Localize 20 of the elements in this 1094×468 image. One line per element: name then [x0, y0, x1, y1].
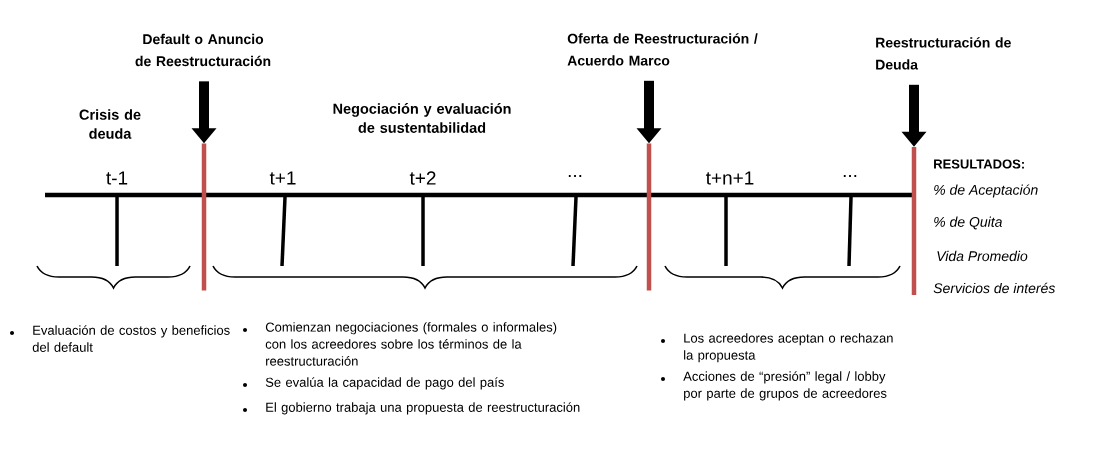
event-heading: Oferta de Reestructuración / Acuerdo Marco	[567, 33, 758, 66]
event-heading: Default o Anuncio de Reestructuración	[135, 33, 271, 67]
period-label: t-1	[106, 171, 128, 185]
bullet-item: Evaluación de costos y beneficios del default	[10, 325, 230, 352]
bullet-item: Se evalúa la capacidad de pago del país	[243, 377, 504, 390]
result-item: Vida Promedio	[937, 250, 1028, 262]
bullet-item: El gobierno trabaja una propuesta de reestructuración	[243, 402, 580, 415]
phase-label: Crisis de deuda	[79, 109, 141, 139]
period-label: ...	[843, 175, 857, 177]
bullet-item: Comienzan negociaciones (formales o informales) con los acreedores sobre los términos de la reestructuración	[243, 322, 557, 366]
period-label: t+1	[269, 171, 296, 185]
result-item: Servicios de interés	[933, 282, 1056, 294]
bullet-item: Los acreedores aceptan o rechazan la propuesta	[661, 333, 893, 363]
result-item: % de Aceptación	[934, 184, 1038, 198]
bullet-item: Acciones de “presión” legal / lobby por parte de grupos de acreedores	[661, 371, 887, 401]
result-item: % de Quita	[934, 216, 1002, 230]
phase-label: Negociación y evaluación de sustentabilidad	[333, 103, 511, 133]
period-label: ...	[568, 175, 582, 177]
period-label: t+2	[409, 171, 436, 185]
event-heading: Reestructuración de Deuda	[876, 37, 1011, 70]
